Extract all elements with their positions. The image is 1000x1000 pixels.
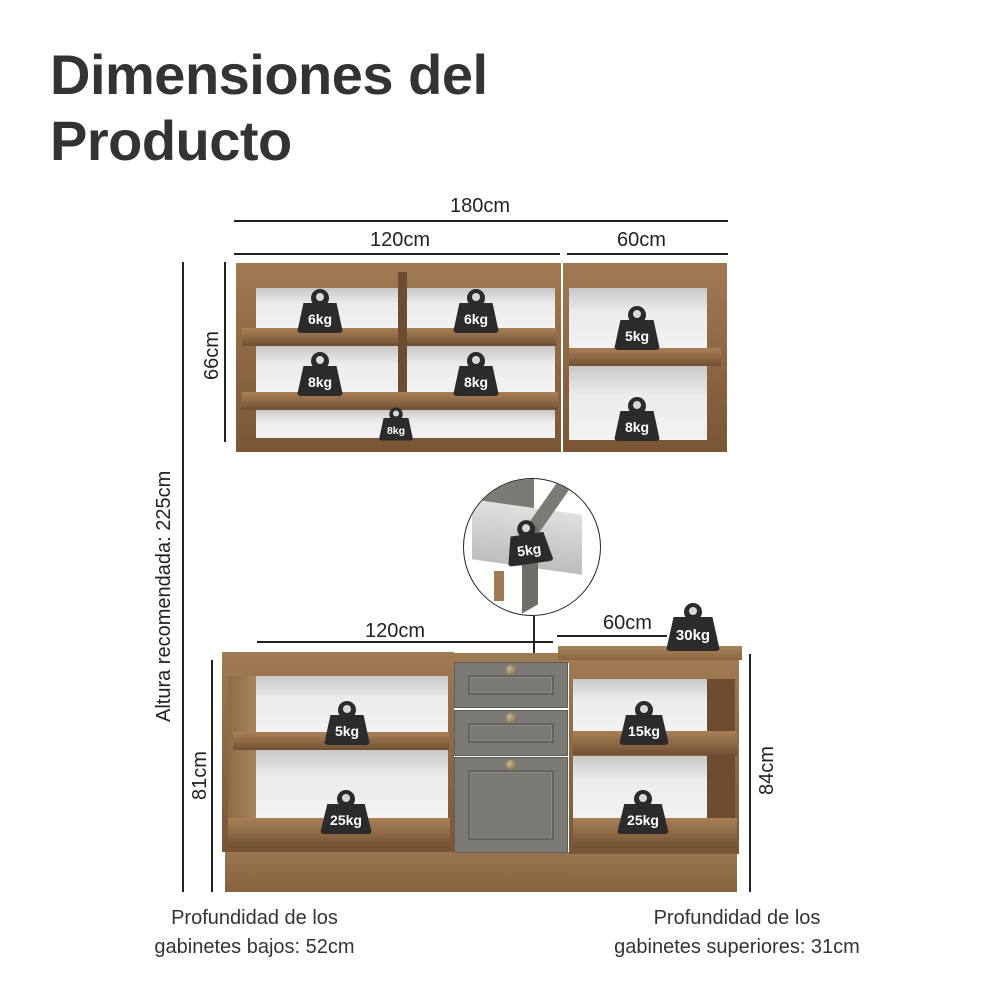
upper-right-width-label: 60cm <box>617 229 666 251</box>
upper-depth-note: Profundidad de los gabinetes superiores:… <box>614 907 860 958</box>
weight-icon: 5kg <box>614 306 660 350</box>
upper-left-width-line <box>234 253 560 255</box>
title-line-1: Dimensiones del <box>50 43 488 106</box>
weight-icon: 5kg <box>324 701 370 745</box>
lower-left-width-label: 120cm <box>365 620 426 642</box>
upper-left-width-label: 120cm <box>370 229 431 251</box>
total-width-line <box>234 220 728 222</box>
upper-height-line <box>224 262 226 442</box>
total-width-label: 180cm <box>450 195 511 217</box>
recommended-height-line <box>182 262 184 892</box>
title-line-2: Producto <box>50 109 292 172</box>
weight-icon: 25kg <box>320 790 372 834</box>
knob-icon <box>506 760 516 770</box>
top-drawer[interactable] <box>454 662 568 708</box>
knob-icon <box>506 713 516 723</box>
weight-icon: 30kg <box>666 603 720 651</box>
weight-icon: 8kg <box>614 397 660 441</box>
lower-right-height-line <box>749 654 751 892</box>
weight-icon: 6kg <box>453 289 499 333</box>
lower-left-height-line <box>211 660 213 892</box>
callout-pointer-line <box>533 616 535 684</box>
page-title: Dimensiones del Producto <box>50 42 488 174</box>
lower-right-width-line <box>557 635 667 637</box>
lower-left-height-label: 81cm <box>189 751 211 800</box>
lower-right-height-label: 84cm <box>756 746 778 795</box>
weight-icon: 5kg <box>502 517 554 567</box>
weight-icon: 15kg <box>619 701 669 745</box>
middle-drawer[interactable] <box>454 710 568 756</box>
recommended-height-label: Altura recomendada: 225cm <box>153 470 175 722</box>
lower-depth-note: Profundidad de los gabinetes bajos: 52cm <box>154 907 355 958</box>
lower-left-width-line <box>257 641 553 643</box>
weight-icon: 25kg <box>617 790 669 834</box>
knob-icon <box>506 665 516 675</box>
upper-right-width-line <box>567 253 728 255</box>
weight-icon: 8kg <box>453 352 499 396</box>
lower-right-width-label: 60cm <box>603 612 652 634</box>
weight-icon: 8kg <box>297 352 343 396</box>
weight-icon: 8kg <box>378 407 414 441</box>
bottom-door[interactable] <box>454 757 568 853</box>
weight-icon: 6kg <box>297 289 343 333</box>
upper-height-label: 66cm <box>201 331 223 380</box>
